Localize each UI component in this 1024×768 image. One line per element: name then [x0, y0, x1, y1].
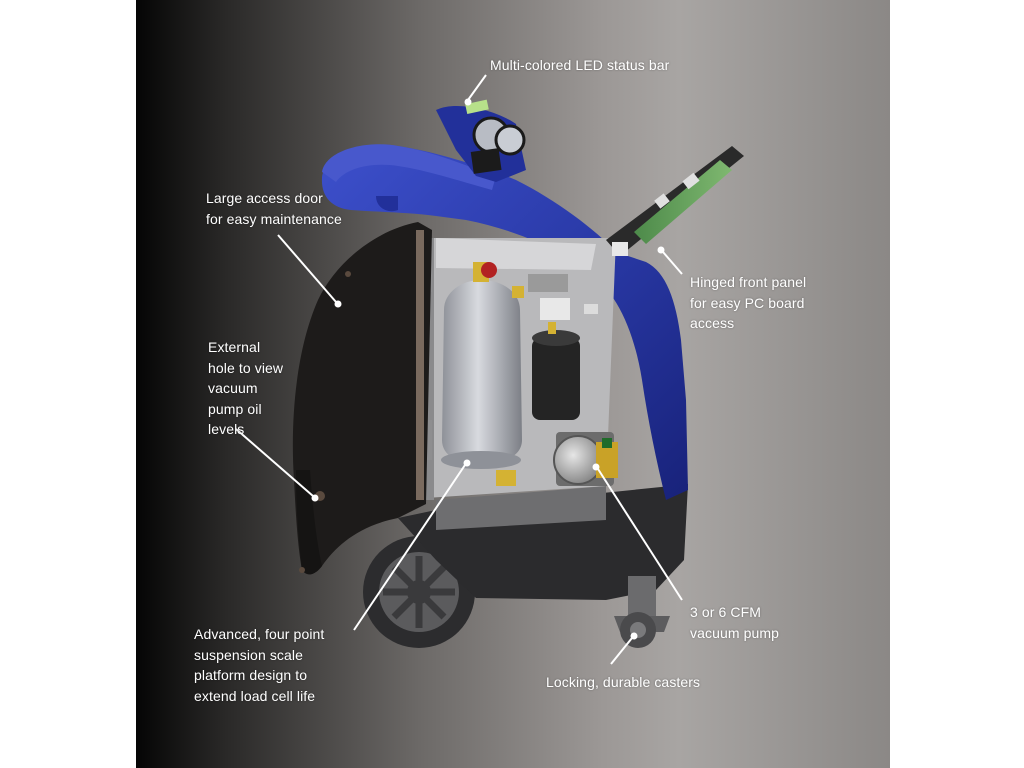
callout-vacuum-pump: 3 or 6 CFM vacuum pump	[690, 604, 780, 641]
product-photo	[136, 0, 890, 768]
callout-external-hole: External hole to view vacuum pump oil le…	[208, 339, 284, 437]
callout-access-door: Large access door for easy maintenance	[206, 190, 342, 227]
access-door	[292, 222, 432, 575]
recovery-machine-illustration	[235, 74, 744, 665]
front-caster	[614, 576, 670, 648]
vacuum-pump	[553, 432, 618, 486]
blue-main-body	[321, 144, 688, 500]
callout-led-status-bar: Multi-colored LED status bar	[490, 57, 670, 73]
compressor	[528, 274, 580, 420]
callout-endpoints	[311, 98, 665, 640]
callout-leader-lines	[235, 74, 683, 665]
callout-hinged-front-panel: Hinged front panel for easy PC board acc…	[690, 274, 807, 331]
callout-casters: Locking, durable casters	[546, 674, 701, 690]
callout-suspension-scale: Advanced, four point suspension scale pl…	[194, 626, 325, 704]
refrigerant-tank	[441, 262, 522, 469]
hinged-front-panel	[606, 146, 744, 256]
